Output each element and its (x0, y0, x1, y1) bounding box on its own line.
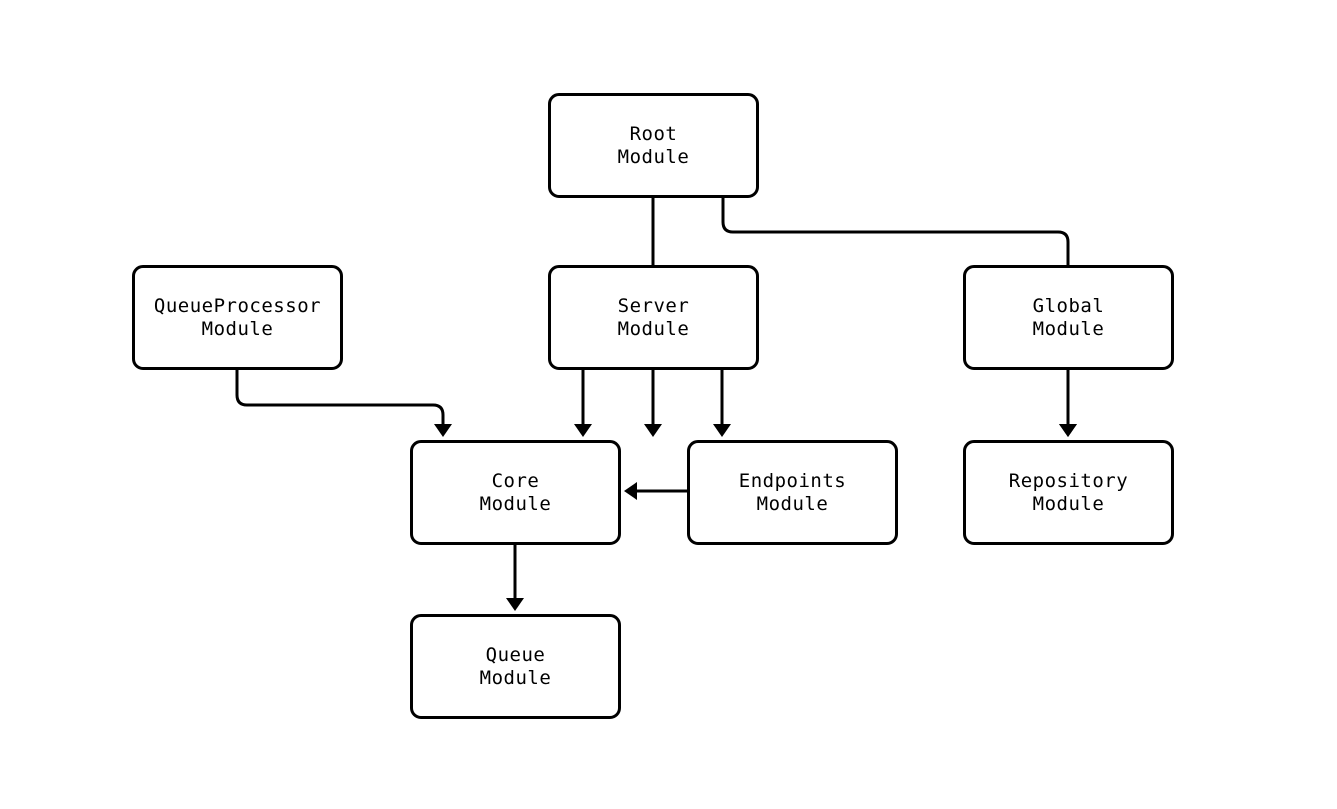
node-label-line2: Module (756, 492, 829, 515)
node-label-line1: Endpoints (738, 469, 847, 492)
arrowhead-icon (506, 598, 524, 611)
node-label-line2: Module (1032, 317, 1105, 340)
node-label-line2: Module (479, 666, 552, 689)
node-label-line1: Server (617, 294, 690, 317)
arrowhead-icon (434, 424, 452, 437)
node-label-line2: Module (617, 317, 690, 340)
edge-queueprocessor-to-core (235, 370, 452, 437)
node-label-line2: Module (479, 492, 552, 515)
edge-global-to-repository (1059, 370, 1077, 437)
node-label-line1: Core (491, 469, 540, 492)
node-label-line1: Root (629, 122, 678, 145)
edge-server-to-endpoints (713, 370, 731, 437)
node-label-line2: Module (617, 145, 690, 168)
arrowhead-icon (624, 482, 637, 500)
node-label-line1: Queue (485, 643, 546, 666)
arrowhead-icon (713, 424, 731, 437)
edge-server-to-core (574, 370, 592, 437)
edge-core-to-queue (506, 545, 524, 611)
node-label-line2: Module (1032, 492, 1105, 515)
arrowhead-icon (1059, 424, 1077, 437)
edge-endpoints-to-core (624, 482, 687, 500)
node-label-line1: QueueProcessor (153, 294, 322, 317)
node-label-line1: Repository (1008, 469, 1129, 492)
arrowhead-icon (644, 424, 662, 437)
arrowhead-icon (574, 424, 592, 437)
node-label-line2: Module (201, 317, 274, 340)
node-label-line1: Global (1032, 294, 1105, 317)
